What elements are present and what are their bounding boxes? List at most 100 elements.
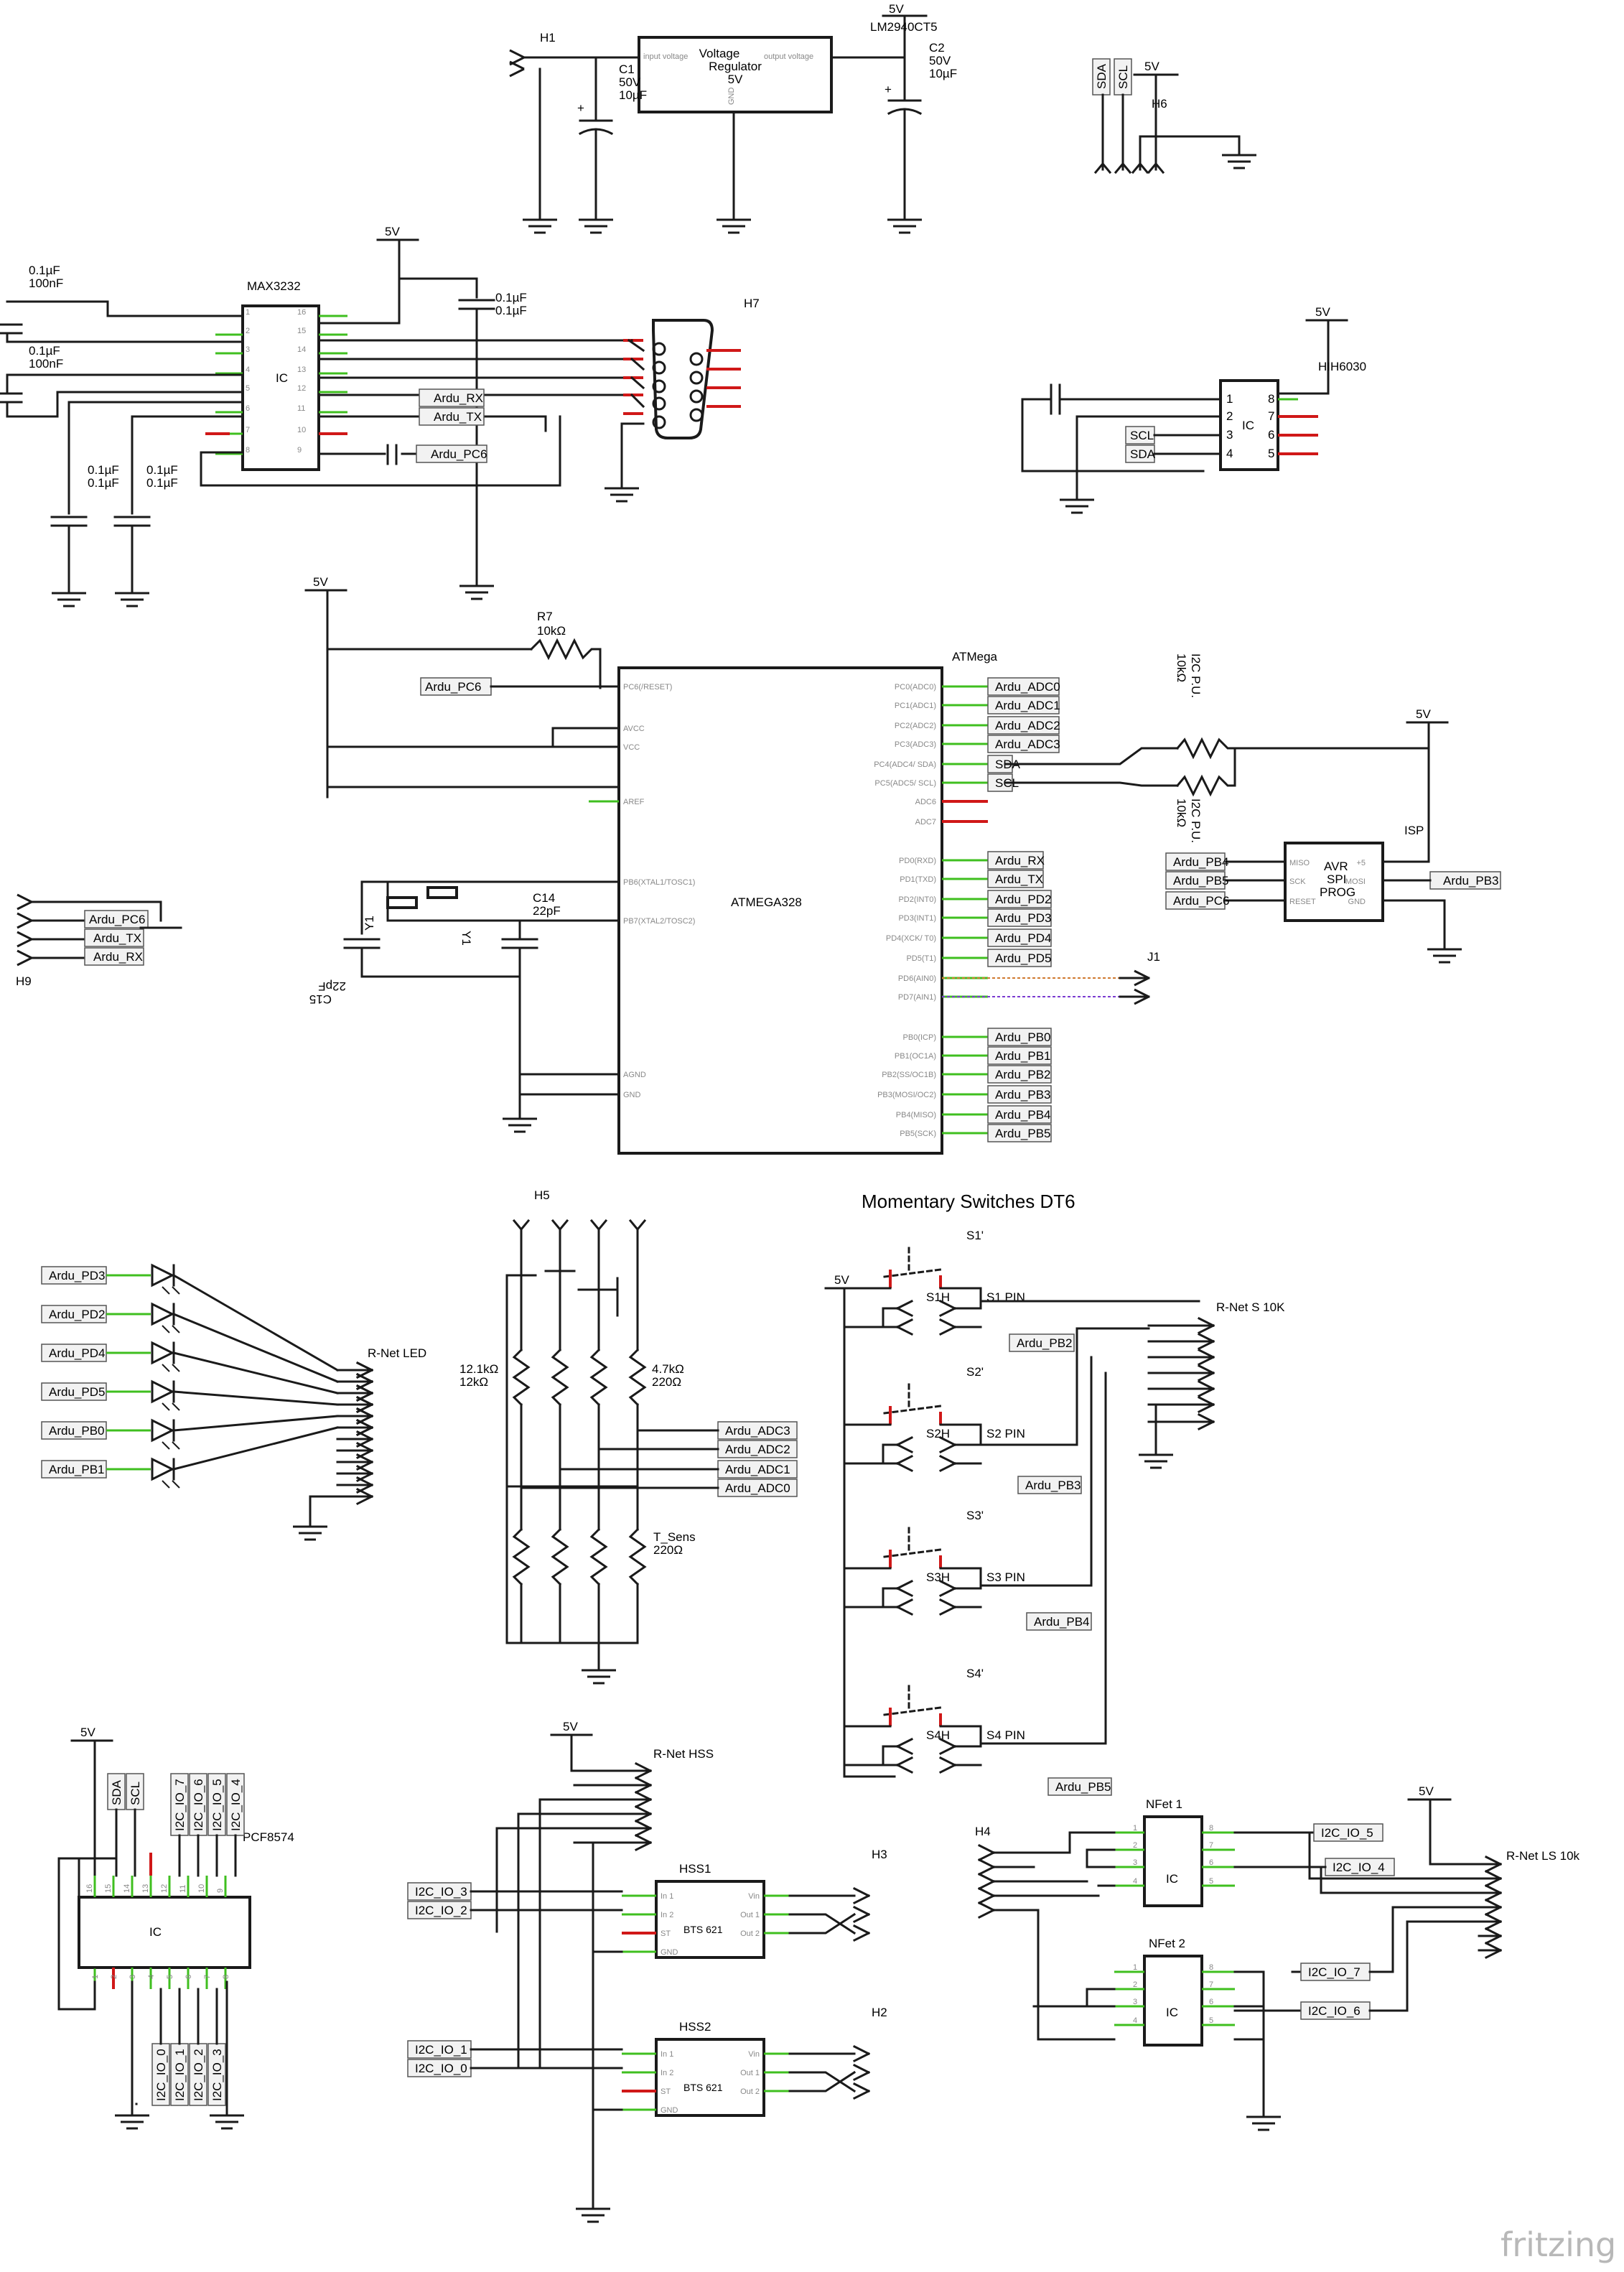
switch-h-label: S3H	[926, 1570, 950, 1584]
pcf-pin-top: 12	[160, 1884, 169, 1893]
mcu-right-pin: PC0(ADC0)	[895, 683, 936, 692]
nfet-pin-r: 6	[1209, 1998, 1213, 2006]
isp-label: ISP	[1404, 824, 1424, 837]
switch-connector: R-Net S 10K	[1216, 1300, 1285, 1314]
switch-h-label: S4H	[926, 1728, 950, 1742]
svg-text:I2C_IO_4: I2C_IO_4	[229, 1779, 243, 1831]
max-pin-l: 8	[246, 446, 250, 455]
hih-name: HIH6030	[1318, 360, 1366, 373]
c14-value: 22pF	[533, 904, 561, 918]
c2-plus: +	[885, 83, 892, 96]
xtal-label-a: Y1	[363, 916, 376, 931]
hss-pin-r: Out 2	[740, 1929, 760, 1938]
max-ic-body	[241, 304, 320, 471]
mcu-tag-17: Ardu_PB1	[987, 1046, 1052, 1065]
svg-text:I2C_IO_0: I2C_IO_0	[154, 2049, 168, 2101]
mcu-tag-19: Ardu_PB3	[987, 1085, 1052, 1104]
nfet-pin-r: 8	[1209, 1824, 1213, 1833]
isp-tag-1: Ardu_PB5	[1165, 871, 1229, 890]
mcu-right-pin: PC2(ADC2)	[895, 722, 936, 730]
nfet-pin-l: 1	[1133, 1963, 1137, 1972]
svg-text:SCL: SCL	[1130, 429, 1154, 442]
switch-tag-3: Ardu_PB5	[1047, 1777, 1112, 1796]
svg-text:Ardu_PC6: Ardu_PC6	[425, 680, 481, 694]
mcu-right-pin: PD6(AIN0)	[898, 974, 936, 983]
switch-pin-label: S4 PIN	[986, 1728, 1025, 1742]
h5-prong	[628, 1219, 647, 1232]
h5-resistor-bot	[551, 1527, 569, 1586]
pullup-a-2: 10kΩ	[1175, 653, 1188, 682]
led-diode	[151, 1379, 180, 1411]
mcu-rail: 5V	[313, 575, 328, 589]
vreg-vout-label: 5V	[889, 2, 904, 16]
nfet-pin-l: 3	[1133, 1858, 1137, 1867]
hih-rail: 5V	[1315, 305, 1330, 319]
nfet-tag-4: I2C_IO_4	[1325, 1858, 1395, 1876]
pcf-pin-bot: 1	[91, 1975, 100, 1979]
hss-pin-r: Vin	[748, 2050, 760, 2059]
switch-h-label: S2H	[926, 1427, 950, 1440]
c2-ref: C2	[929, 41, 945, 55]
mcu-right-pin: PD3(INT1)	[898, 914, 936, 923]
r7-value: 10kΩ	[537, 624, 566, 638]
svg-text:I2C_IO_4: I2C_IO_4	[1333, 1861, 1385, 1874]
isp-pin-r: +5	[1356, 859, 1366, 867]
led-tag-2: Ardu_PD4	[41, 1344, 107, 1362]
h5-resistor-top	[512, 1348, 531, 1407]
pcf-name: PCF8574	[243, 1830, 294, 1844]
c1-value: 10µF	[619, 88, 647, 102]
db9-pin	[652, 396, 666, 411]
max-pin-r: 14	[297, 345, 306, 354]
max-pin-l: 2	[246, 327, 250, 335]
led-diode	[151, 1341, 180, 1372]
max-pin-l: 6	[246, 404, 250, 413]
svg-text:Ardu_TX: Ardu_TX	[995, 872, 1043, 886]
mcu-right-pin: PC3(ADC3)	[895, 740, 936, 749]
mcu-right-pin: PD0(RXD)	[899, 857, 936, 865]
led-diode	[151, 1457, 180, 1489]
i2c-header-h6: SDA SCL 5V H6	[1092, 58, 1258, 174]
switch-top-label: S1'	[966, 1229, 984, 1242]
svg-text:Ardu_PB3: Ardu_PB3	[1025, 1479, 1081, 1492]
pullup-b-1: I2C P.U.	[1189, 799, 1203, 843]
r-top-r-1: 4.7kΩ	[652, 1362, 684, 1376]
mcu-right-pin: PB2(SS/OC1B)	[882, 1071, 936, 1079]
c2-volt: 50V	[929, 54, 951, 67]
nfet-pin-r: 7	[1209, 1980, 1213, 1989]
svg-text:SDA: SDA	[110, 1779, 123, 1805]
nfet1-ic: IC	[1166, 1872, 1178, 1886]
led-diode	[151, 1418, 180, 1450]
mcu-tag-13: Ardu_PD5	[987, 949, 1052, 967]
svg-text:Ardu_PB5: Ardu_PB5	[1173, 874, 1229, 888]
pcf-ic-label: IC	[149, 1925, 162, 1939]
switch-tag-1: Ardu_PB3	[1017, 1476, 1082, 1494]
svg-text:Ardu_PB5: Ardu_PB5	[1055, 1780, 1111, 1794]
pcf-bot-tag-1: I2C_IO_1	[170, 2043, 189, 2106]
hih-ic-body	[1219, 379, 1279, 471]
svg-text:I2C_IO_3: I2C_IO_3	[415, 1885, 467, 1899]
max-cap-c-2: 0.1µF	[495, 304, 527, 317]
pcf-pin-bot: 5	[166, 1975, 174, 1979]
svg-text:Ardu_ADC1: Ardu_ADC1	[725, 1463, 790, 1476]
pcf-top-tag-3: I2C_IO_6	[189, 1773, 207, 1836]
isp-body	[1284, 842, 1384, 922]
pcf-rail: 5V	[80, 1726, 95, 1739]
svg-text:Ardu_PC6: Ardu_PC6	[431, 447, 487, 461]
switch-section: Momentary Switches DT6 5V R-Net S 10K S1…	[824, 1191, 1285, 1796]
led-tag-5: Ardu_PB1	[41, 1460, 107, 1479]
svg-text:I2C_IO_3: I2C_IO_3	[210, 2049, 224, 2101]
hss-pin-r: Out 1	[740, 2069, 760, 2077]
svg-text:Ardu_RX: Ardu_RX	[434, 391, 483, 405]
c15-ref: C15	[309, 992, 332, 1006]
switch-rail: 5V	[834, 1273, 849, 1287]
switch-actuator	[883, 1247, 942, 1278]
switch-title: Momentary Switches DT6	[862, 1191, 1075, 1212]
mcu-tag-0: Ardu_ADC0	[987, 677, 1060, 696]
vreg-body	[638, 36, 833, 113]
isp-pin-l: MISO	[1289, 859, 1310, 867]
mcu-body	[617, 666, 943, 1155]
mcu-right-pin: PD7(AIN1)	[898, 993, 936, 1002]
